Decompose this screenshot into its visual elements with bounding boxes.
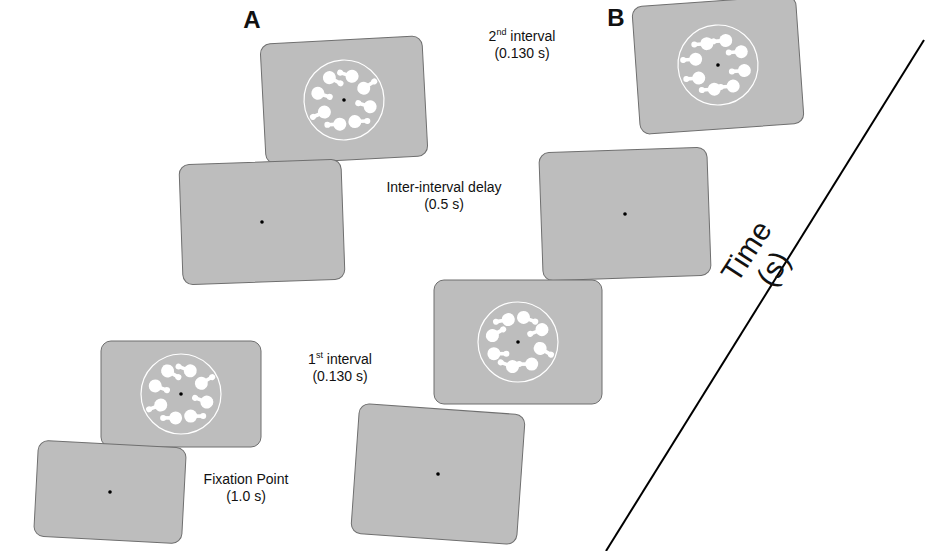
gabor-item — [144, 397, 169, 417]
phase-label: Inter-interval delay (0.5 s) — [386, 179, 501, 213]
gabor-item — [160, 411, 182, 424]
fixation-dot — [260, 220, 264, 224]
gabor-item — [492, 312, 516, 329]
fixation-dot — [436, 472, 440, 476]
gabor-item — [310, 85, 335, 104]
fixation-dot — [179, 392, 183, 396]
gabor-item — [516, 358, 538, 371]
gabor-item — [335, 66, 360, 85]
phase-label: 1st interval (0.130 s) — [308, 351, 372, 385]
gabor-item — [308, 104, 333, 125]
fixation-dot — [342, 98, 346, 102]
gabor-item — [496, 355, 521, 375]
screen — [351, 403, 526, 544]
aperture — [141, 354, 221, 434]
screen — [632, 0, 805, 135]
gabor-item — [710, 34, 733, 49]
phase-label: Fixation Point (1.0 s) — [204, 471, 289, 505]
gabor-item — [531, 340, 557, 362]
screen — [179, 159, 345, 285]
gabor-item — [691, 37, 714, 52]
screen — [34, 440, 187, 544]
gabor-item — [159, 362, 185, 384]
gabor-item — [348, 114, 371, 128]
gabor-item — [173, 359, 198, 379]
screen — [260, 36, 428, 164]
gabor-item — [353, 96, 378, 115]
phase-label: 2nd interval (0.130 s) — [489, 28, 556, 62]
gabor-item — [355, 74, 381, 97]
gabor-item — [515, 309, 540, 329]
gabor-item — [147, 378, 172, 398]
gabor-item — [698, 82, 721, 97]
gabor-item — [324, 117, 347, 131]
gabor-item — [725, 45, 748, 60]
gabor-item — [717, 79, 740, 94]
fixation-dot — [716, 63, 720, 67]
gabor-item — [683, 71, 706, 86]
gabor-item — [321, 69, 347, 91]
panel-letter: A — [243, 7, 260, 33]
gabor-item — [184, 410, 206, 423]
aperture — [302, 58, 386, 142]
aperture — [478, 302, 558, 382]
gabor-item — [680, 52, 703, 67]
fixation-dot — [108, 490, 112, 494]
panel-letter: B — [607, 5, 624, 31]
axis-label: Time (s) — [715, 215, 804, 305]
gabor-item — [483, 322, 509, 344]
gabor-item — [487, 347, 509, 360]
screen — [101, 341, 261, 447]
screen — [539, 147, 711, 281]
fixation-dot — [516, 340, 520, 344]
fixation-dot — [623, 212, 627, 216]
gabor-item — [525, 321, 550, 341]
gabor-item — [728, 64, 751, 79]
gabor-item — [190, 391, 215, 411]
screen — [434, 280, 602, 404]
gabor-item — [192, 370, 218, 392]
aperture — [675, 22, 760, 107]
